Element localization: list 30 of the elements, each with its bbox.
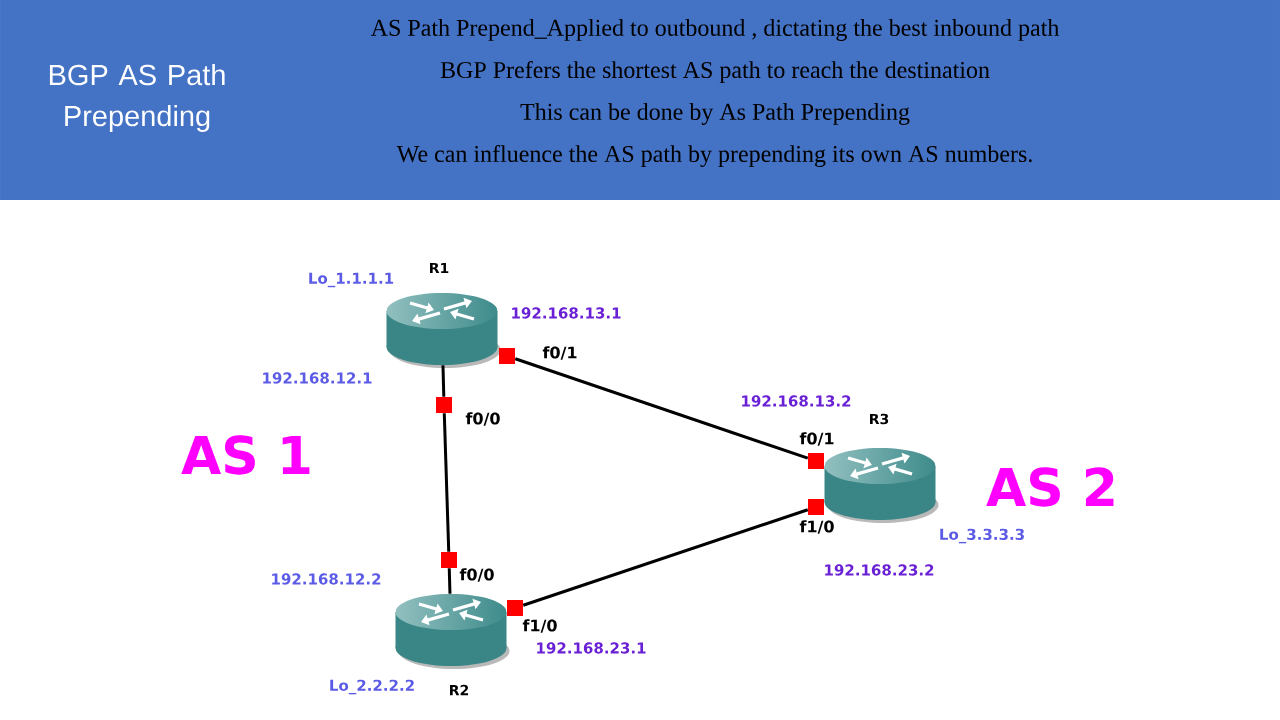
header-text: This can be done by As Path Prepending	[520, 103, 910, 125]
link-line	[514, 357, 809, 460]
header-text: We can influence the AS path by prepending its own AS numbers.	[396, 144, 1032, 168]
ip-address-label: 192.168.12.1	[263, 372, 372, 384]
as-label: AS 1	[181, 435, 310, 475]
link-line	[441, 365, 446, 397]
router-name: R1	[430, 262, 449, 274]
link-line	[447, 568, 452, 594]
ip-address-label: 192.168.23.1	[537, 642, 646, 654]
as-label: AS 2	[986, 467, 1114, 507]
ip-address-label: 192.168.12.2	[272, 573, 381, 585]
router-name: R2	[450, 684, 469, 696]
interface-label: f1/0	[522, 619, 557, 633]
loopback-label: Lo_1.1.1.1	[309, 272, 394, 288]
link-line	[442, 413, 451, 552]
interface-label: f0/0	[465, 412, 500, 426]
header-text: AS Path Prepend_Applied to outbound , dictating the best inbound path	[370, 19, 1060, 41]
router-name: R3	[870, 413, 889, 425]
ip-address-label: 192.168.13.2	[742, 395, 851, 407]
loopback-label: Lo_2.2.2.2	[330, 679, 414, 695]
link-line	[522, 508, 809, 607]
interface-label: f0/1	[542, 346, 577, 360]
title: BGP AS Path Prepending	[49, 63, 225, 132]
header-text: BGP Prefers the shortest AS path to reach the destination	[440, 61, 990, 83]
ip-address-label: 192.168.13.1	[512, 307, 621, 319]
ip-address-label: 192.168.23.2	[825, 564, 934, 576]
loopback-label: Lo_3.3.3.3	[940, 528, 1024, 544]
interface-label: f1/0	[799, 520, 834, 534]
interface-label: f0/0	[459, 568, 494, 582]
interface-label: f0/1	[799, 432, 834, 446]
